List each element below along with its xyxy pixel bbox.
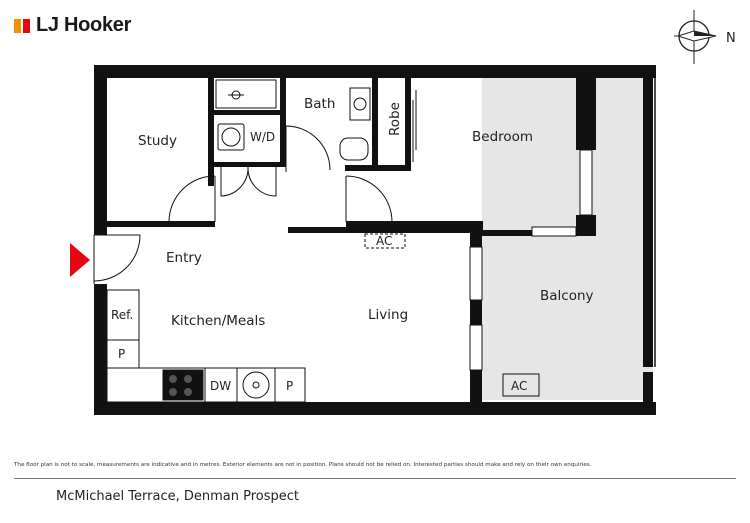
ref-label: Ref.: [111, 308, 133, 322]
compass-north-arrow-icon: N: [674, 10, 736, 64]
windows: [469, 149, 593, 371]
disclaimer-text: The floor plan is not to scale, measurem…: [14, 462, 592, 468]
bedroom-label: Bedroom: [472, 129, 533, 145]
brand-name: LJ Hooker: [36, 14, 132, 36]
logo-mark-left: [14, 18, 21, 33]
wd-label: W/D: [250, 130, 275, 144]
living-label: Living: [368, 307, 408, 323]
logo-mark-icon: [14, 18, 30, 33]
entry-label: Entry: [166, 250, 202, 266]
bedroom-door[interactable]: [345, 175, 393, 223]
laundry-doors[interactable]: [220, 166, 277, 197]
property-address: McMichael Terrace, Denman Prospect: [56, 489, 299, 504]
entry-arrow-icon: [70, 243, 90, 277]
pantry-bench-label: P: [286, 379, 293, 393]
robe-doors[interactable]: [412, 90, 417, 162]
compass-north-label: N: [726, 31, 736, 46]
outer-walls: [94, 65, 656, 415]
balcony-label: Balcony: [540, 288, 594, 304]
bath-label: Bath: [304, 96, 335, 112]
kitchen-meals-label: Kitchen/Meals: [171, 313, 265, 329]
bath-fixtures: [215, 79, 371, 161]
footer-divider: [14, 478, 736, 479]
ac-balcony-label: AC: [511, 379, 527, 393]
logo-mark-right: [23, 18, 30, 33]
balcony-area-upper: [482, 78, 656, 400]
robe-label: Robe: [387, 102, 403, 136]
entry-door[interactable]: [93, 234, 141, 284]
ac-living-label: AC: [376, 234, 392, 248]
study-door[interactable]: [168, 175, 216, 222]
dw-label: DW: [210, 379, 231, 393]
kitchen-bench: [106, 289, 306, 403]
ac-units: [364, 233, 540, 397]
bath-door[interactable]: [285, 125, 331, 172]
lj-hooker-logo: LJ Hooker: [14, 14, 131, 37]
study-label: Study: [138, 133, 177, 149]
pantry-left-label: P: [118, 347, 125, 361]
interior-walls: [107, 78, 596, 402]
